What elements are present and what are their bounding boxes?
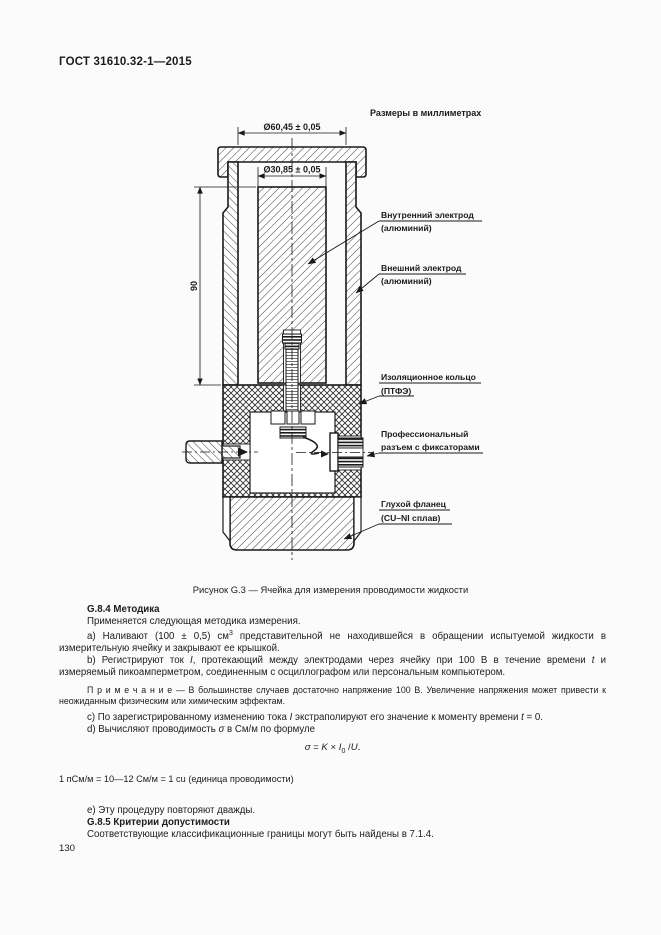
dimension-outer-diameter: Ø60,45 ± 0,05 (237, 122, 347, 145)
standard-number: ГОСТ 31610.32-1—2015 (59, 56, 192, 68)
dimension-height: 90 (189, 186, 256, 386)
label-outer-electrode: Внешний электрод (алюминий) (355, 263, 466, 294)
svg-text:(алюминий): (алюминий) (381, 276, 432, 286)
svg-text:Внутренний электрод: Внутренний электрод (381, 210, 474, 220)
flange-left-shell (222, 496, 231, 543)
washer-left (270, 410, 286, 425)
label-connector: Профессиональный разъем с фиксаторами (366, 429, 483, 458)
section-heading-g84: G.8.4 Методика (87, 604, 160, 615)
svg-text:разъем с фиксаторами: разъем с фиксаторами (381, 442, 480, 452)
page-number: 130 (59, 843, 76, 854)
units-note: Размеры в миллиметрах (370, 108, 481, 118)
label-inner-electrode: Внутренний электрод (алюминий) (307, 210, 482, 265)
connector-top-flange (337, 437, 364, 449)
figure-caption: Рисунок G.3 — Ячейка для измерения прово… (192, 584, 469, 595)
svg-text:(CU–NI сплав): (CU–NI сплав) (381, 513, 441, 523)
connector-bottom-flange (337, 456, 364, 468)
svg-text:Изоляционное кольцо: Изоляционное кольцо (381, 372, 476, 382)
label-insulating-ring: Изоляционное кольцо (ПТФЭ) (358, 372, 481, 405)
svg-text:(алюминий): (алюминий) (381, 223, 432, 233)
connector-plate (329, 432, 339, 472)
conductivity-formula: σ = K × I0 /U. (304, 742, 361, 756)
svg-text:90: 90 (189, 281, 199, 291)
outer-electrode-right-wall (345, 161, 362, 386)
svg-text:Ø60,45 ± 0,05: Ø60,45 ± 0,05 (264, 122, 321, 132)
label-blind-flange: Глухой фланец (CU–NI сплав) (343, 499, 452, 540)
washer-right (300, 410, 316, 425)
svg-text:Глухой фланец: Глухой фланец (381, 499, 447, 509)
list-item-d: d) Вычисляют проводимость σ в См/м по фо… (87, 724, 316, 736)
figure-g3-drawing: Размеры в миллиметрах (182, 108, 483, 560)
terminal-nut (279, 426, 307, 439)
list-item-c: c) По зарегистрированному изменению тока… (87, 712, 543, 724)
list-item-a: a) Наливают (100 ± 0,5) см3 представител… (59, 630, 606, 655)
svg-text:(ПТФЭ): (ПТФЭ) (381, 386, 411, 396)
svg-text:Внешний электрод: Внешний электрод (381, 263, 462, 273)
body-text: G.8.4 Методика Применяется следующая мет… (59, 604, 606, 841)
svg-text:Профессиональный: Профессиональный (381, 429, 468, 439)
list-item-e: e) Эту процедуру повторяют дважды. (87, 805, 256, 817)
unit-note: 1 пСм/м = 10—12 См/м = 1 cu (единица про… (59, 774, 294, 785)
section-intro: Применяется следующая методика измерения… (87, 616, 301, 627)
list-item-b: b) Регистрируют ток I, протекающий между… (59, 655, 606, 679)
note-paragraph: П р и м е ч а н и е — В большинстве случ… (59, 685, 606, 707)
washer-mid (286, 410, 300, 425)
section-heading-g85: G.8.5 Критерии допустимости (87, 817, 230, 829)
connection-wire (302, 436, 320, 455)
section-g85-text: Соответствующие классификационные границ… (87, 829, 434, 841)
outer-electrode-left-wall (222, 161, 239, 386)
